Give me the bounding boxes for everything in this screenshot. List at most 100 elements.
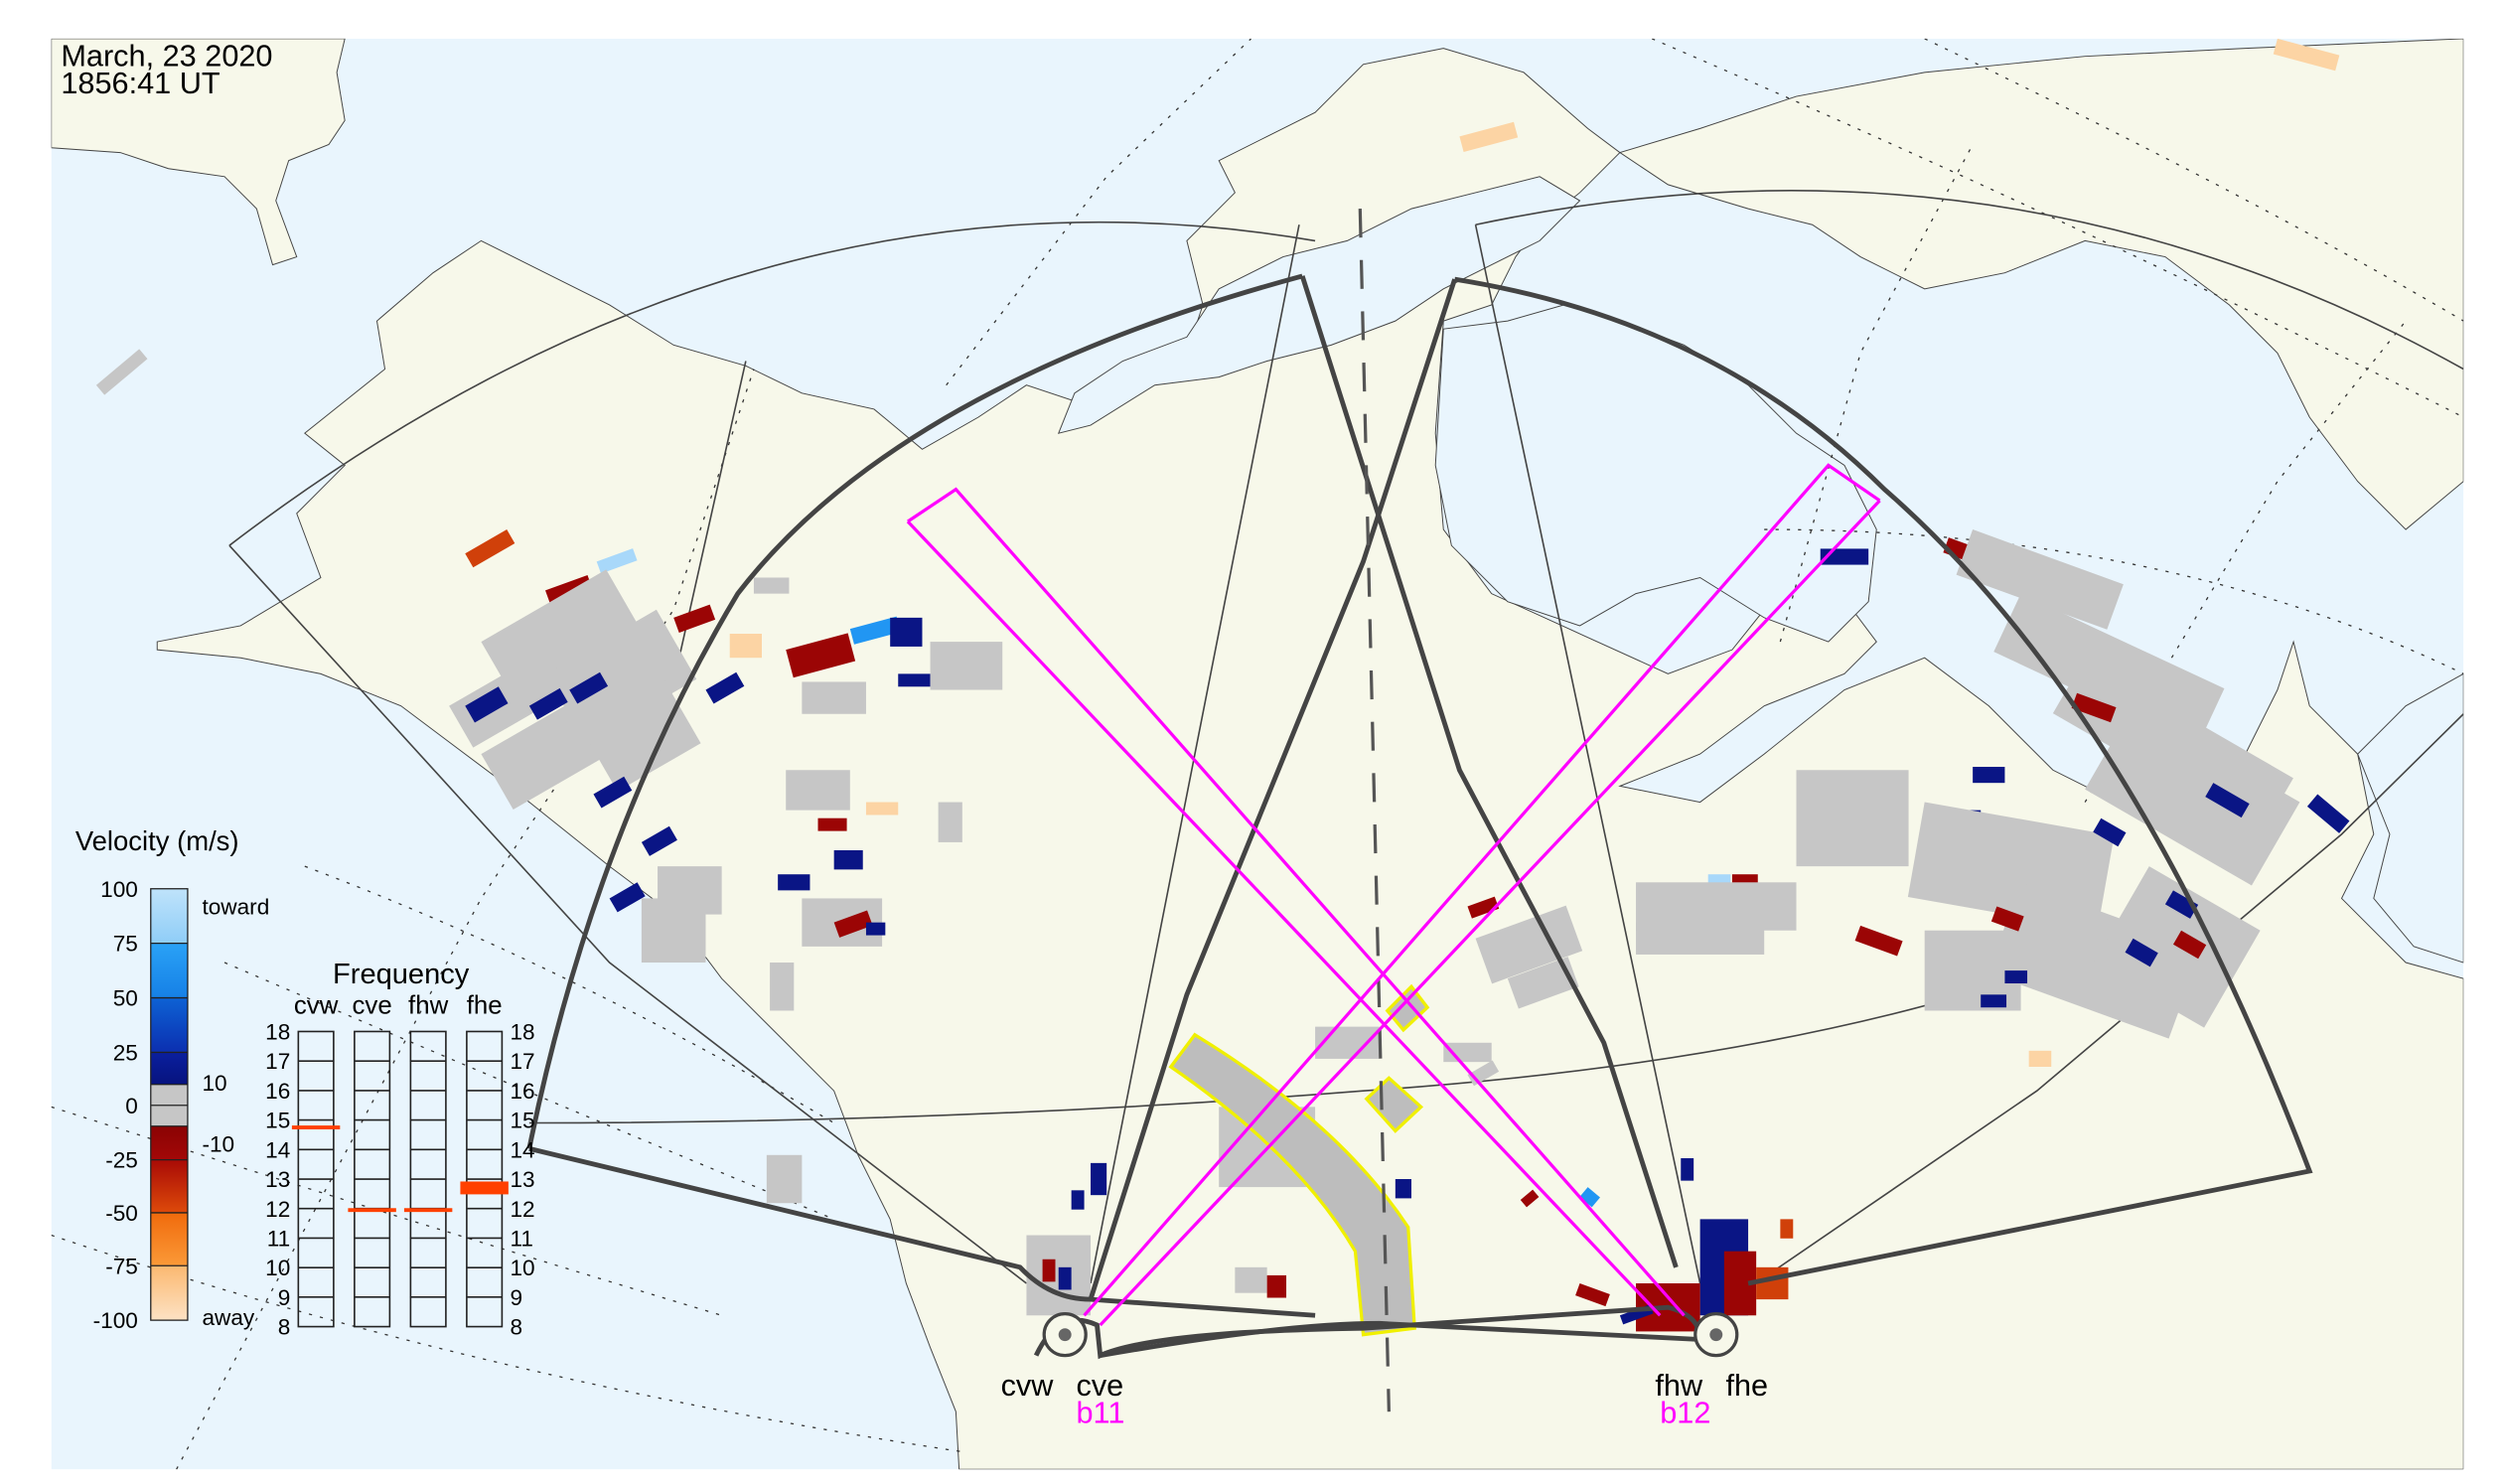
frequency-title: Frequency [333,959,470,990]
velocity-cell [938,802,962,842]
velocity-cell [1796,770,1909,867]
meridian-dashed-line [1358,209,1391,1412]
station-label-cve: cve [1076,1368,1123,1403]
frequency-radar-label-cve: cve [353,992,392,1020]
velocity-cell [2125,938,2158,967]
frequency-tick-left: 13 [265,1167,290,1192]
velocity-cell [1681,1158,1694,1181]
velocity-cell [817,817,847,831]
beam-lines [906,463,1881,1327]
frequency-tick-right: 12 [510,1197,534,1222]
velocity-cell [641,825,677,856]
velocity-cell [753,577,790,594]
velocity-cell [2093,866,2261,1028]
velocity-cell [1026,1235,1092,1316]
radar-site-fh [1693,1312,1739,1358]
velocity-cell [465,686,509,723]
velocity-cell [1575,1282,1610,1307]
velocity-cell [1091,1162,1107,1196]
legend-tick-label: 75 [113,932,138,957]
frequency-tick-right: 11 [510,1227,532,1252]
velocity-cell [2028,1050,2052,1067]
frequency-tick-right: 8 [510,1315,522,1340]
velocity-cell [577,673,701,792]
velocity-cell [465,529,515,568]
velocity-cell [1071,1190,1085,1210]
velocity-cell [849,616,901,645]
beam-label-b11: b11 [1076,1395,1124,1429]
frequency-tick-right: 13 [510,1167,534,1192]
velocity-cell [865,922,886,936]
velocity-cell [1058,1266,1072,1290]
velocity-cell [766,1154,803,1204]
velocity-cell [786,770,850,811]
legend-tick-label: 25 [113,1041,138,1066]
velocity-cell [673,604,716,634]
legend-gray-upper-label: 10 [202,1071,226,1096]
velocity-cell [1507,957,1579,1009]
velocity-cell [729,634,763,659]
frequency-tick-right: 9 [510,1285,522,1310]
fov-outline-thick [526,273,2313,1360]
frequency-tick-left: 15 [265,1109,290,1133]
velocity-cell [1636,922,1765,955]
frequency-radar-label-cvw: cvw [294,992,339,1020]
velocity-cell [2273,38,2340,72]
legend-tick-label: 100 [100,877,138,902]
frequency-marker-fhw [403,1208,453,1213]
velocity-cell [1475,905,1583,984]
velocity-cell [890,617,923,647]
legend-tick-label: -100 [93,1308,138,1333]
frequency-tick-right: 18 [510,1020,534,1045]
velocity-cell [1459,121,1519,153]
legend-away-label: away [202,1305,254,1330]
frequency-marker-fhe [460,1181,509,1195]
velocity-cell [833,910,873,938]
velocity-cell [802,681,866,714]
map-area: cvw cve b11 fhw fhe b12 [51,38,2464,1470]
legend-toward-label: toward [202,895,269,920]
velocity-cell [593,776,633,809]
highlighted-range-gate-sector [1168,1032,1416,1337]
velocity-cell [2172,930,2207,960]
frequency-tick-right: 14 [510,1137,534,1162]
frequency-tick-left: 8 [278,1315,291,1340]
velocity-cell [596,548,638,574]
velocity-cell [2004,970,2028,984]
velocity-cell [865,802,899,816]
frequency-tick-right: 15 [510,1109,534,1133]
velocity-cell [1235,1266,1267,1293]
frequency-tick-left: 18 [265,1020,290,1045]
frequency-tick-right: 10 [510,1256,534,1280]
legend-tick-label: -75 [105,1254,138,1278]
velocity-cell [930,642,1003,690]
velocity-cell [1780,1219,1794,1239]
frequency-radar-label-fhw: fhw [408,992,449,1020]
velocity-cell [898,673,931,687]
velocity-cell [2085,705,2300,886]
station-label-cvw: cvw [1001,1368,1055,1403]
frequency-tick-left: 17 [265,1049,290,1074]
velocity-cell [1467,896,1500,919]
data-cells [95,38,2350,1332]
velocity-cell [609,882,646,913]
velocity-cell [1042,1259,1056,1282]
frequency-marker-cve [348,1208,396,1213]
frequency-tick-left: 10 [265,1256,290,1280]
beam-label-b12: b12 [1660,1395,1710,1429]
velocity-cell [1579,1187,1600,1208]
time-label: 1856:41 UT [61,66,221,100]
velocity-cell [778,874,810,891]
velocity-cell [833,849,863,870]
velocity-cell [1756,1266,1789,1300]
legend-tick-label: -50 [105,1201,138,1226]
velocity-cell [641,898,706,964]
velocity-cell [2071,692,2117,723]
radar-site-cv [1042,1312,1088,1358]
velocity-cell [1973,767,2005,784]
velocity-cell [2164,890,2199,919]
velocity-cell [1981,994,2007,1008]
